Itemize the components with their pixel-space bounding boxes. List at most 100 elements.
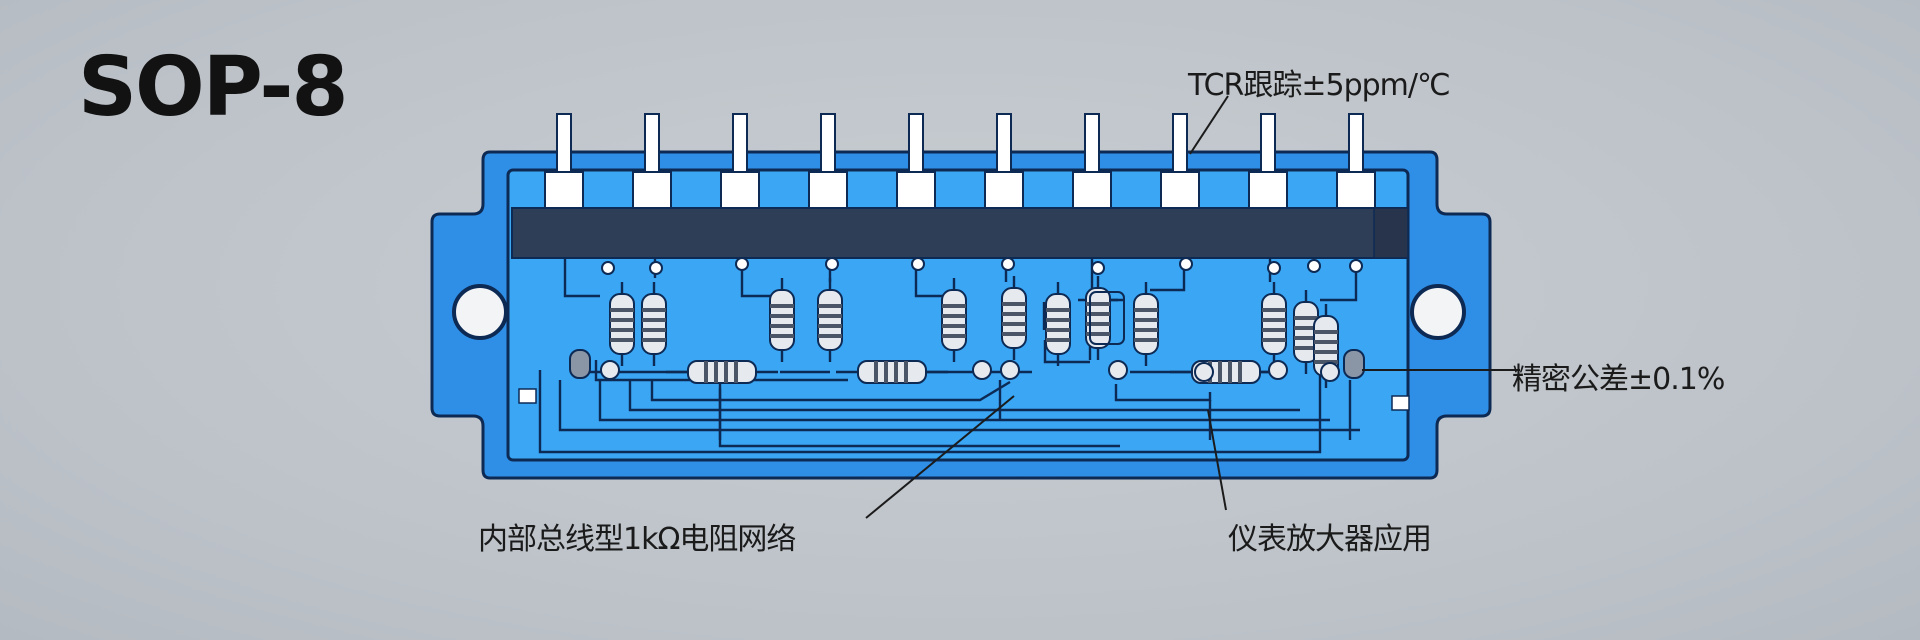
resistor-band [818, 314, 842, 318]
mounting-hole-right [1410, 284, 1466, 340]
bus-bar-end-cap [1373, 207, 1409, 259]
pin-lead-4 [820, 113, 836, 177]
via-pad-8 [1179, 257, 1193, 271]
pin-lead-7 [1084, 113, 1100, 177]
test-point-7 [1320, 362, 1340, 382]
via-pad-3 [735, 257, 749, 271]
test-point-3 [1000, 360, 1020, 380]
resistor-band [874, 361, 878, 383]
resistor-band [1046, 338, 1070, 342]
trace-21 [1114, 384, 1212, 402]
resistor-band [1314, 330, 1338, 334]
resistor-7 [1045, 282, 1071, 366]
resistor-body [687, 360, 757, 384]
resistor-band [1086, 332, 1110, 336]
resistor-band [714, 361, 718, 383]
trace-12 [594, 360, 848, 382]
callout-resistor-network: 内部总线型1kΩ电阻网络 [478, 522, 796, 557]
package-title: SOP-8 [78, 40, 349, 135]
resistor-band [770, 314, 794, 318]
resistor-body [817, 289, 843, 351]
callout-precision-tolerance: 精密公差±0.1% [1512, 362, 1725, 397]
resistor-band [818, 334, 842, 338]
via-pad-11 [1349, 259, 1363, 273]
resistor-band [884, 361, 888, 383]
resistor-band [1046, 318, 1070, 322]
resistor-band [610, 328, 634, 332]
via-pad-7 [1091, 261, 1105, 275]
common-bus-bar [511, 207, 1409, 259]
resistor-9 [1133, 282, 1159, 366]
resistor-band [904, 361, 908, 383]
via-pad-9 [1267, 261, 1281, 275]
capacitor-1 [569, 349, 591, 379]
via-pad-4 [825, 257, 839, 271]
trace-19 [650, 380, 1011, 402]
resistor-band [942, 314, 966, 318]
resistor-3 [769, 278, 795, 362]
resistor-band [1314, 340, 1338, 344]
leader-line-application [1207, 409, 1227, 511]
resistor-band [1002, 322, 1026, 326]
trace-18 [628, 380, 1300, 412]
via-pad-2 [649, 261, 663, 275]
resistor-band [1134, 308, 1158, 312]
pin-lead-2 [644, 113, 660, 177]
resistor-band [1046, 308, 1070, 312]
pin-lead-1 [556, 113, 572, 177]
leader-line-tcr [1189, 95, 1229, 155]
via-pad-5 [911, 257, 925, 271]
resistor-band [1294, 326, 1318, 330]
resistor-band [1294, 316, 1318, 320]
resistor-body [1261, 293, 1287, 355]
resistor-11 [1293, 290, 1319, 374]
component-outline [1089, 291, 1125, 345]
resistor-band [1314, 350, 1338, 354]
capacitor-2 [1343, 349, 1365, 379]
resistor-band [1262, 318, 1286, 322]
trace-1 [563, 258, 600, 298]
test-point-6 [1268, 360, 1288, 380]
resistor-band [1046, 328, 1070, 332]
pin-pad-4 [808, 171, 848, 209]
test-point-2 [972, 360, 992, 380]
resistor-band [704, 361, 708, 383]
resistor-band [1228, 361, 1232, 383]
resistor-band [1238, 361, 1242, 383]
resistor-8 [1085, 276, 1111, 360]
resistor-body [769, 289, 795, 351]
trace-16 [558, 380, 1360, 432]
via-pad-10 [1307, 259, 1321, 273]
pin-pad-9 [1248, 171, 1288, 209]
resistor-band [1294, 346, 1318, 350]
resistor-band [1262, 308, 1286, 312]
pin-pad-2 [632, 171, 672, 209]
pin-pad-1 [544, 171, 584, 209]
mounting-hole-left [452, 284, 508, 340]
test-point-1 [600, 360, 620, 380]
resistor-band [1086, 322, 1110, 326]
resistor-band [1218, 361, 1222, 383]
resistor-1 [609, 282, 635, 366]
pin-pad-7 [1072, 171, 1112, 209]
resistor-band [942, 304, 966, 308]
pin-pad-8 [1160, 171, 1200, 209]
resistor-band [1294, 336, 1318, 340]
resistor-body [1001, 287, 1027, 349]
pin-lead-3 [732, 113, 748, 177]
pin-lead-8 [1172, 113, 1188, 177]
pin-lead-5 [908, 113, 924, 177]
resistor-band [642, 328, 666, 332]
resistor-6 [1001, 276, 1027, 360]
pin-pad-5 [896, 171, 936, 209]
orientation-mark-left [518, 388, 537, 404]
callout-amplifier-application: 仪表放大器应用 [1228, 522, 1432, 557]
resistor-band [642, 338, 666, 342]
pin-lead-10 [1348, 113, 1364, 177]
resistor-band [1002, 312, 1026, 316]
trace-30 [1043, 340, 1090, 364]
pin-row [544, 113, 1376, 209]
pin-pad-3 [720, 171, 760, 209]
resistor-13 [666, 360, 778, 384]
orientation-mark-right [1391, 395, 1410, 411]
